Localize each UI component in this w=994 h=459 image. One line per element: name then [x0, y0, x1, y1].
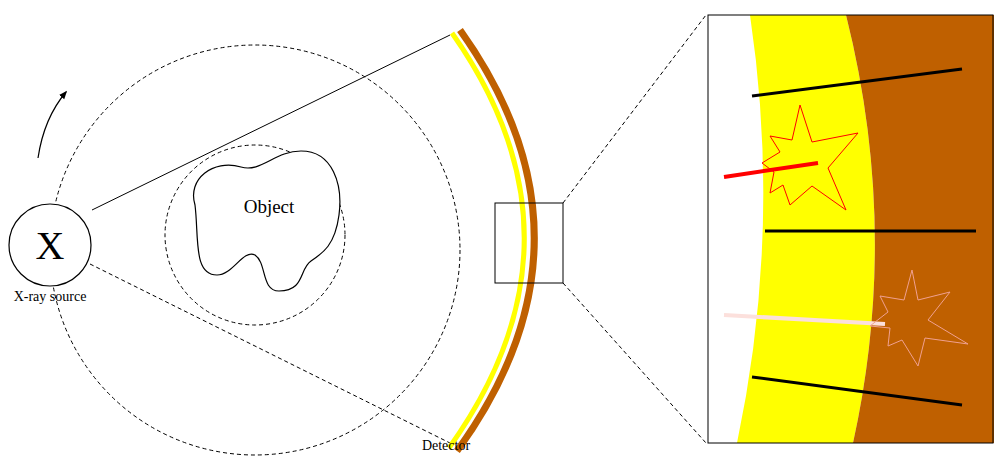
panel-frame	[708, 15, 993, 443]
interaction-burst	[870, 270, 968, 366]
interaction-burst	[762, 105, 858, 210]
object-label: Object	[244, 196, 295, 218]
source-symbol: X	[36, 222, 65, 269]
zoom-box	[495, 203, 563, 283]
beam-edge	[90, 264, 450, 443]
object-orbit	[165, 145, 345, 325]
zoom-line	[563, 283, 706, 443]
zoom-line	[563, 15, 706, 203]
pixel-boundary	[752, 69, 962, 96]
detector-layer	[457, 30, 534, 451]
outline	[183, 145, 345, 295]
source-label: X-ray source	[14, 289, 87, 305]
detector-scintillator	[449, 33, 524, 448]
pixel-boundary	[765, 230, 976, 233]
pixel-boundary	[752, 377, 962, 405]
source-orbit	[50, 45, 460, 455]
object-shape: Object	[183, 145, 345, 295]
detector-label: Detector	[422, 438, 470, 454]
zoom-panel	[724, 15, 994, 443]
rotation-arrow	[38, 92, 66, 158]
outline-path	[194, 151, 340, 291]
photon-track	[724, 315, 885, 324]
outline-path	[9, 204, 91, 286]
detector-band	[846, 15, 994, 443]
source-circle: XX-ray source	[8, 203, 92, 287]
